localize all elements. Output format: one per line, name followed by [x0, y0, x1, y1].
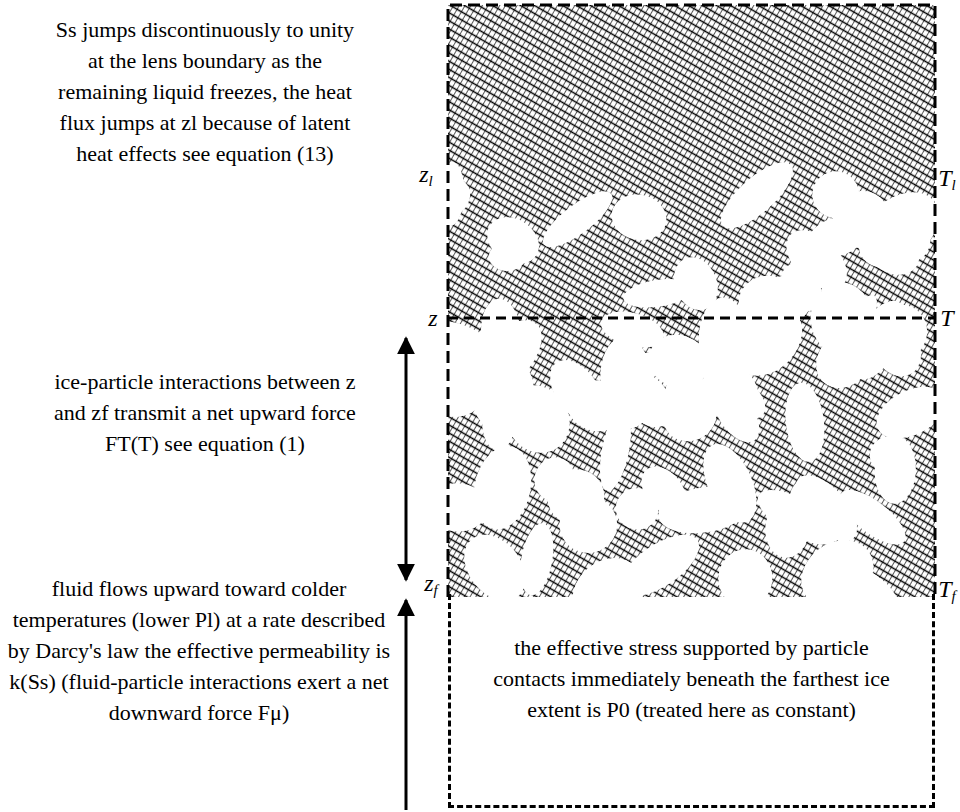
annotation-text: fluid flows upward toward colder tempera…: [1, 573, 397, 728]
boundary-box: the effective stress supported by partic…: [448, 594, 935, 808]
soil-particle: [711, 152, 802, 239]
soil-particle: [609, 482, 664, 537]
soil-particle: [717, 548, 774, 605]
soil-particle: [452, 523, 538, 605]
soil-particle: [886, 218, 931, 263]
soil-particle: [594, 407, 637, 494]
soil-particle: [542, 464, 609, 530]
soil-particle: [488, 242, 526, 271]
soil-particle: [607, 190, 670, 246]
soil-particle: [717, 291, 816, 390]
soil-particle: [813, 548, 905, 605]
soil-particle: [804, 319, 884, 399]
soil-particle: [784, 465, 868, 553]
soil-particles: [448, 152, 935, 605]
soil-particle: [864, 430, 915, 479]
soil-particle: [466, 440, 539, 535]
annotation-text: Ss jumps discontinuously to unity at the…: [55, 14, 355, 169]
soil-particle: [448, 338, 518, 408]
soil-particle: [666, 250, 726, 317]
symbol-label: Tl: [938, 165, 956, 198]
symbol-label: zf: [424, 570, 438, 603]
annotation-text: ice-particle interactions between z and …: [50, 366, 360, 459]
flow-arrow: [405, 600, 408, 810]
symbol-label: z: [428, 305, 437, 331]
soil-particle: [781, 380, 828, 464]
soil-particle: [655, 481, 752, 539]
symbol-label: Tf: [938, 576, 956, 609]
soil-particle: [821, 179, 901, 259]
pore-ice-hatching: [448, 5, 935, 597]
soil-particle: [599, 347, 676, 389]
column-outline: [448, 5, 935, 597]
symbol-label: T: [940, 305, 953, 331]
soil-particle: [559, 544, 655, 605]
soil-particle: [535, 182, 619, 256]
soil-particle: [478, 208, 547, 274]
box-text: the effective stress supported by partic…: [490, 632, 894, 725]
force-arrow: [405, 338, 408, 580]
soil-particle: [448, 161, 465, 226]
level-line: [448, 317, 935, 320]
symbol-label: zl: [419, 161, 433, 194]
